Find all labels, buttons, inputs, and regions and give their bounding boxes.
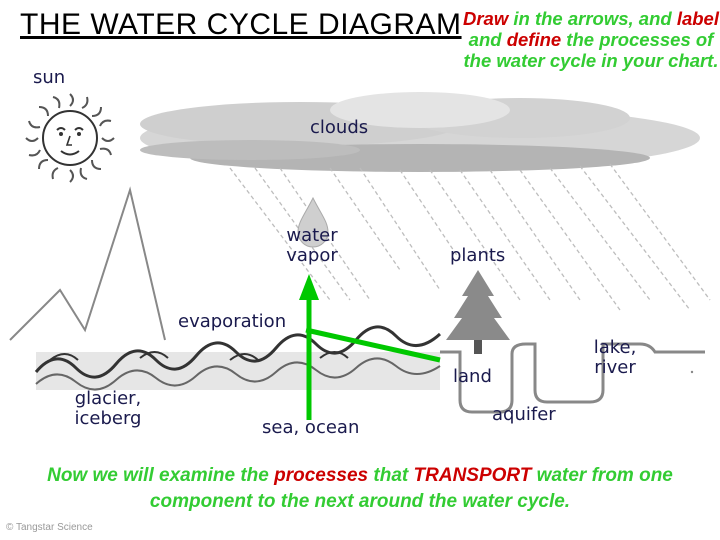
instruction-draw: Draw	[462, 8, 509, 29]
caption-part: that	[368, 465, 414, 486]
sun-icon	[25, 93, 115, 183]
bottom-caption: Now we will examine the processes that T…	[0, 463, 720, 515]
label-clouds: clouds	[310, 117, 369, 138]
mountain-icon	[9, 186, 166, 341]
rain-streaks	[229, 163, 711, 311]
ocean-waves-icon	[34, 325, 442, 391]
caption-transport: TRANSPORT	[413, 465, 532, 486]
caption-part: Now we will examine the	[47, 465, 275, 486]
label-water-vapor: water vapor	[282, 226, 342, 266]
label-vapor: vapor	[286, 245, 338, 266]
caption-processes: processes	[274, 465, 369, 486]
caption-part: water from one component to the next aro…	[149, 465, 673, 512]
label-iceberg: iceberg	[74, 408, 142, 429]
label-glacier: glacier,	[74, 388, 142, 409]
label-sea-ocean: sea, ocean	[262, 417, 360, 438]
page-title: THE WATER CYCLE DIAGRAM	[20, 8, 462, 41]
instruction-label: label	[676, 8, 719, 29]
label-lake: lake,	[593, 337, 637, 358]
label-river: river	[594, 357, 636, 378]
tree-icon	[446, 270, 510, 354]
label-evaporation: evaporation	[178, 311, 287, 332]
label-glacier-iceberg: glacier, iceberg	[68, 389, 148, 429]
instruction-text: Draw in the arrows, and label and define…	[462, 8, 720, 71]
copyright-text: © Tangstar Science	[6, 522, 93, 533]
evaporation-arrow-head	[299, 274, 319, 300]
instruction-define: define	[506, 29, 562, 50]
evaporation-line	[305, 327, 441, 363]
instruction-part: in the arrows, and	[508, 8, 677, 29]
cloud-icon	[140, 92, 700, 172]
label-lake-river: lake, river	[590, 338, 640, 378]
land-outline	[440, 342, 705, 414]
label-land: land	[453, 366, 492, 387]
instruction-part: the processes of the water cycle in your…	[463, 29, 719, 71]
instruction-part: and	[468, 29, 507, 50]
label-aquifer: aquifer	[492, 404, 556, 425]
label-plants: plants	[450, 245, 506, 266]
water-drop-icon	[297, 196, 329, 248]
label-water: water	[286, 225, 338, 246]
label-sun: sun	[33, 67, 66, 88]
